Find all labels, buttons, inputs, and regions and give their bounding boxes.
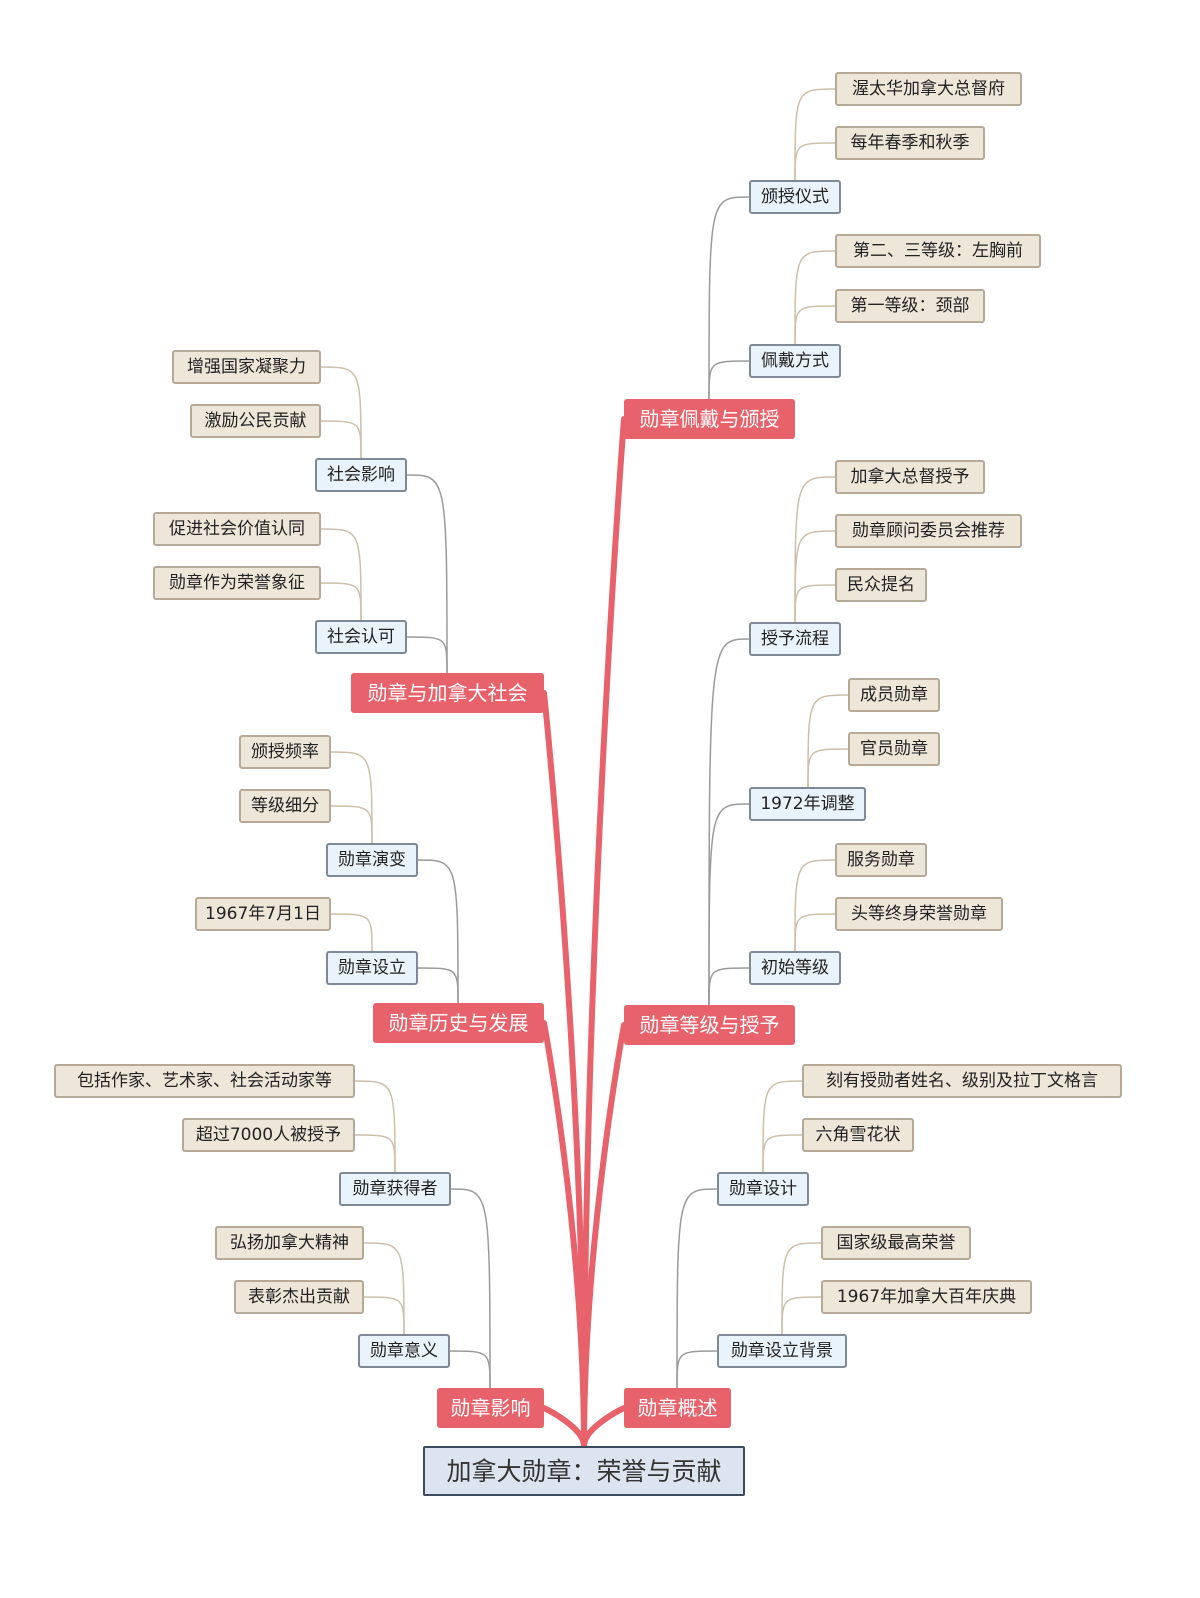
link-leaf xyxy=(354,1080,396,1173)
link-leaf xyxy=(330,805,373,844)
link-leaf xyxy=(762,1080,803,1173)
branch-connector xyxy=(581,1405,627,1449)
sub-evolution[interactable]: 勋章演变 xyxy=(326,843,418,877)
link-leaf xyxy=(762,1134,803,1173)
branch-connector xyxy=(581,416,627,1449)
leaf-canadian-spirit[interactable]: 弘扬加拿大精神 xyxy=(215,1226,364,1260)
link-leaf xyxy=(794,88,836,181)
sub-process[interactable]: 授予流程 xyxy=(749,622,841,656)
link-evolution xyxy=(417,859,459,1004)
link-leaf xyxy=(794,305,836,345)
link-leaf xyxy=(320,582,362,621)
link-leaf xyxy=(794,476,836,623)
leaf-outstanding-contribution[interactable]: 表彰杰出贡献 xyxy=(234,1280,364,1314)
link-initial xyxy=(708,967,750,1006)
branch-impact[interactable]: 勋章影响 xyxy=(437,1388,544,1428)
leaf-grade-subdivision[interactable]: 等级细分 xyxy=(239,789,331,823)
link-leaf xyxy=(794,250,836,345)
leaf-engraving[interactable]: 刻有授勋者姓名、级别及拉丁文格言 xyxy=(802,1064,1122,1098)
link-design xyxy=(676,1188,718,1389)
leaf-officer[interactable]: 官员勋章 xyxy=(848,732,940,766)
leaf-advisory-council[interactable]: 勋章顾问委员会推荐 xyxy=(835,514,1022,548)
leaf-social-values[interactable]: 促进社会价值认同 xyxy=(153,512,321,546)
sub-ceremony[interactable]: 颁授仪式 xyxy=(749,180,841,214)
branch-overview[interactable]: 勋章概述 xyxy=(624,1388,731,1428)
leaf-centennial[interactable]: 1967年加拿大百年庆典 xyxy=(821,1280,1032,1314)
leaf-member[interactable]: 成员勋章 xyxy=(848,678,940,712)
link-leaf xyxy=(330,913,373,952)
sub-background[interactable]: 勋章设立背景 xyxy=(717,1334,847,1368)
leaf-founding-date[interactable]: 1967年7月1日 xyxy=(195,897,331,931)
link-meaning xyxy=(449,1350,491,1389)
sub-initial-grades[interactable]: 初始等级 xyxy=(749,951,841,985)
leaf-highest-honor[interactable]: 国家级最高荣誉 xyxy=(821,1226,971,1260)
leaf-governor-general[interactable]: 加拿大总督授予 xyxy=(835,460,985,494)
leaf-left-chest[interactable]: 第二、三等级：左胸前 xyxy=(835,234,1041,268)
link-background xyxy=(676,1350,718,1389)
link-leaf xyxy=(794,913,836,952)
link-leaf xyxy=(320,366,362,459)
leaf-service-medal[interactable]: 服务勋章 xyxy=(835,843,927,877)
link-leaf xyxy=(781,1296,822,1335)
link-leaf xyxy=(363,1296,405,1335)
sub-social-influence[interactable]: 社会影响 xyxy=(315,458,407,492)
link-recognition xyxy=(406,636,448,674)
branch-connector xyxy=(541,1405,587,1449)
link-process xyxy=(708,638,750,1006)
leaf-neck[interactable]: 第一等级：颈部 xyxy=(835,289,985,323)
link-influence xyxy=(406,474,448,674)
sub-meaning[interactable]: 勋章意义 xyxy=(358,1334,450,1368)
sub-wearing[interactable]: 佩戴方式 xyxy=(749,344,841,378)
branch-society[interactable]: 勋章与加拿大社会 xyxy=(351,673,544,713)
leaf-companion[interactable]: 头等终身荣誉勋章 xyxy=(835,897,1003,931)
link-leaf xyxy=(794,142,836,181)
link-leaf xyxy=(794,859,836,952)
link-leaf xyxy=(807,748,849,788)
leaf-honor-symbol[interactable]: 勋章作为荣誉象征 xyxy=(153,566,321,600)
link-ceremony xyxy=(708,196,750,400)
link-recipients xyxy=(450,1188,491,1389)
link-leaf xyxy=(330,751,373,844)
link-adjust xyxy=(708,803,750,1006)
branch-history[interactable]: 勋章历史与发展 xyxy=(373,1003,544,1043)
sub-1972-adjust[interactable]: 1972年调整 xyxy=(749,787,866,821)
leaf-over-7000[interactable]: 超过7000人被授予 xyxy=(182,1118,355,1152)
sub-design[interactable]: 勋章设计 xyxy=(717,1172,809,1206)
sub-social-recognition[interactable]: 社会认可 xyxy=(315,620,407,654)
leaf-national-cohesion[interactable]: 增强国家凝聚力 xyxy=(172,350,321,384)
link-leaf xyxy=(320,420,362,459)
link-leaf xyxy=(320,528,362,621)
leaf-recipient-types[interactable]: 包括作家、艺术家、社会活动家等 xyxy=(54,1064,355,1098)
link-wearing xyxy=(708,360,750,400)
link-leaf xyxy=(794,584,836,623)
leaf-snowflake[interactable]: 六角雪花状 xyxy=(802,1118,914,1152)
leaf-spring-autumn[interactable]: 每年春季和秋季 xyxy=(835,126,985,160)
branch-connector xyxy=(541,1020,587,1449)
link-leaf xyxy=(781,1242,822,1335)
leaf-motivate-citizens[interactable]: 激励公民贡献 xyxy=(190,404,321,438)
branch-connector xyxy=(541,690,587,1449)
link-founding xyxy=(417,967,459,1004)
root-topic[interactable]: 加拿大勋章：荣誉与贡献 xyxy=(423,1446,745,1496)
branch-wear-and-award[interactable]: 勋章佩戴与颁授 xyxy=(624,399,795,439)
link-leaf xyxy=(354,1134,396,1173)
leaf-award-frequency[interactable]: 颁授频率 xyxy=(239,735,331,769)
link-leaf xyxy=(807,694,849,788)
leaf-public-nomination[interactable]: 民众提名 xyxy=(835,568,927,602)
link-leaf xyxy=(794,530,836,623)
sub-founding[interactable]: 勋章设立 xyxy=(326,951,418,985)
sub-recipients[interactable]: 勋章获得者 xyxy=(339,1172,451,1206)
branch-grades-and-granting[interactable]: 勋章等级与授予 xyxy=(624,1005,795,1045)
leaf-ottawa-residence[interactable]: 渥太华加拿大总督府 xyxy=(835,72,1022,106)
link-leaf xyxy=(363,1242,405,1335)
